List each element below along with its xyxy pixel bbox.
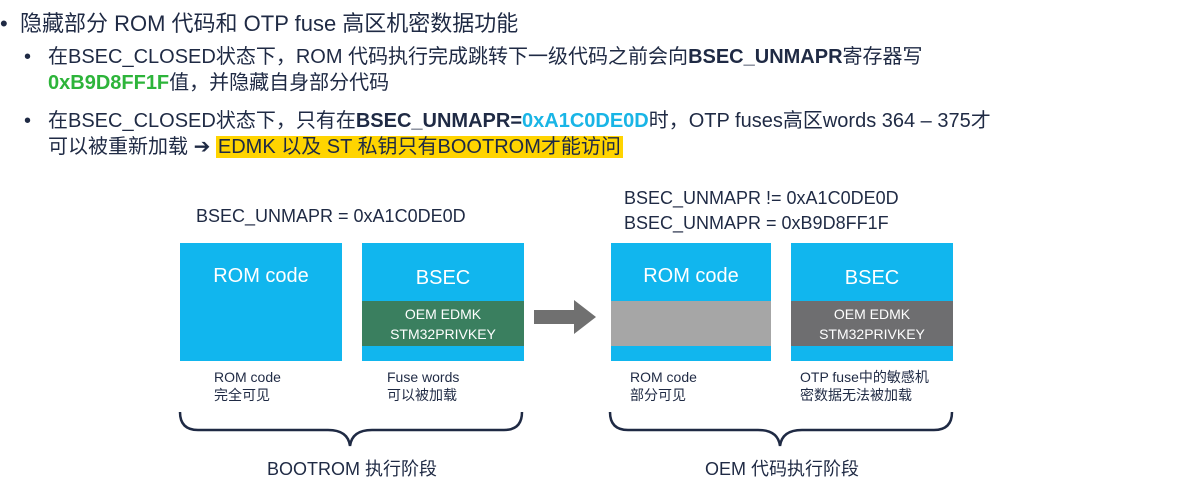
register-name: BSEC_UNMAPR <box>688 46 843 68</box>
sub-bullet-1: • 在BSEC_CLOSED状态下，ROM 代码执行完成跳转下一级代码之前会向B… <box>24 44 1168 96</box>
text: 时，OTP fuses高区words 364 – 375才 <box>648 110 991 132</box>
bullet-dot: • <box>24 110 32 132</box>
title-bullet: • 隐藏部分 ROM 代码和 OTP fuse 高区机密数据功能 <box>0 6 518 38</box>
sub-bullet-2: • 在BSEC_CLOSED状态下，只有在BSEC_UNMAPR=0xA1C0D… <box>24 108 1173 160</box>
rom-code-label: ROM code <box>213 265 309 287</box>
right-brace <box>608 411 954 447</box>
oem-phase-label: OEM 代码执行阶段 <box>704 459 859 479</box>
caption-bsec-right: OTP fuse中的敏感机 密数据无法被加载 <box>800 368 929 404</box>
right-header-1: BSEC_UNMAPR != 0xA1C0DE0D <box>624 188 899 208</box>
bsec-label: BSEC <box>415 267 471 289</box>
bullet-dot: • <box>0 11 8 36</box>
caption-line: 完全可见 <box>214 387 270 403</box>
bsec-box-right: BSEC OEM EDMK STM32PRIVKEY <box>791 243 953 361</box>
highlighted-text: EDMK 以及 ST 私钥只有BOOTROM才能访问 <box>215 136 623 158</box>
sub-bullet-1-line1: 在BSEC_CLOSED状态下，ROM 代码执行完成跳转下一级代码之前会向BSE… <box>48 44 1168 70</box>
bootrom-phase-label: BOOTROM 执行阶段 <box>267 459 437 479</box>
text: 寄存器写 <box>842 46 923 68</box>
secret-keys-hidden: OEM EDMK STM32PRIVKEY <box>791 301 953 346</box>
sub-bullet-2-line1: 在BSEC_CLOSED状态下，只有在BSEC_UNMAPR=0xA1C0DE0… <box>48 108 1173 134</box>
oem-edmk-label: OEM EDMK <box>833 305 911 322</box>
caption-line: Fuse words <box>387 369 460 385</box>
sub-bullet-1-line2: 0xB9D8FF1F值，并隐藏自身部分代码 <box>48 70 1168 96</box>
stm32privkey-label: STM32PRIVKEY <box>390 325 496 342</box>
right-arrow-icon: ➔ <box>193 136 211 158</box>
equals-sign: = <box>510 110 522 132</box>
text: 可以被重新加载 <box>48 136 194 158</box>
bsec-label: BSEC <box>844 267 900 289</box>
register-name: BSEC_UNMAPR <box>355 110 511 132</box>
left-header: BSEC_UNMAPR = 0xA1C0DE0D <box>196 206 466 226</box>
caption-line: 部分可见 <box>630 387 686 403</box>
text: 值，并隐藏自身部分代码 <box>169 72 390 94</box>
rom-code-box-left: ROM code <box>180 243 342 361</box>
right-header-2: BSEC_UNMAPR = 0xB9D8FF1F <box>624 213 889 233</box>
caption-line: 可以被加载 <box>387 387 457 403</box>
page-title: 隐藏部分 ROM 代码和 OTP fuse 高区机密数据功能 <box>20 11 519 36</box>
text: 在BSEC_CLOSED状态下，ROM 代码执行完成跳转下一级代码之前会向 <box>48 46 689 68</box>
caption-line: OTP fuse中的敏感机 <box>800 369 929 385</box>
value-cyan: 0xA1C0DE0D <box>522 110 649 132</box>
rom-hidden-area <box>611 301 771 346</box>
caption-line: 密数据无法被加载 <box>800 387 912 403</box>
bullet-dot: • <box>24 46 32 68</box>
text: 在BSEC_CLOSED状态下，只有在 <box>48 110 356 132</box>
bsec-box-left: BSEC OEM EDMK STM32PRIVKEY <box>362 243 524 361</box>
rom-code-label: ROM code <box>643 265 739 287</box>
rom-code-box-right: ROM code <box>611 243 771 361</box>
value-green: 0xB9D8FF1F <box>48 72 170 94</box>
left-brace <box>178 411 524 447</box>
caption-rom-left: ROM code 完全可见 <box>214 368 281 404</box>
caption-bsec-left: Fuse words 可以被加载 <box>387 368 459 404</box>
stm32privkey-label: STM32PRIVKEY <box>819 325 925 342</box>
caption-rom-right: ROM code 部分可见 <box>630 368 697 404</box>
caption-line: ROM code <box>630 369 697 385</box>
oem-edmk-label: OEM EDMK <box>404 305 482 322</box>
caption-line: ROM code <box>214 369 281 385</box>
transition-arrow-icon <box>534 300 596 334</box>
secret-keys-visible: OEM EDMK STM32PRIVKEY <box>362 301 524 346</box>
sub-bullet-2-line2: 可以被重新加载 ➔ EDMK 以及 ST 私钥只有BOOTROM才能访问 <box>48 134 1173 160</box>
